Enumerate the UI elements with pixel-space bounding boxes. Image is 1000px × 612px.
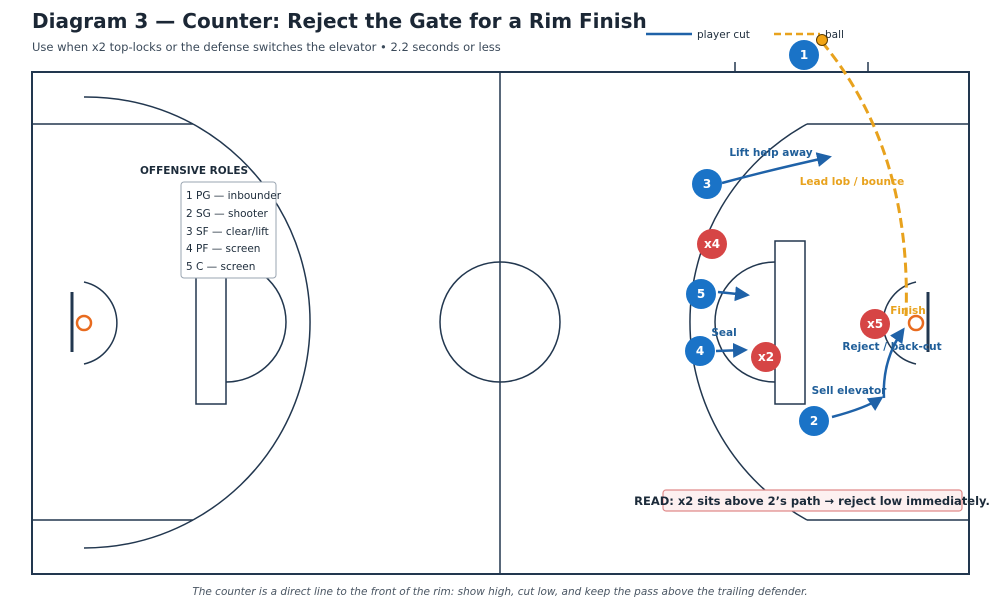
left-three-point-arc-top: [83, 96, 194, 125]
role-text-4: PF — screen: [196, 243, 260, 255]
cut-4-seal: [715, 342, 748, 358]
role-text-3: SF — clear/lift: [196, 226, 269, 238]
player-4: [685, 336, 715, 366]
left-restricted-arc: [83, 281, 118, 365]
roles-panel: OFFENSIVE ROLES 1 PG — inbounder 2 SG — …: [140, 165, 282, 279]
page-title: Diagram 3 — Counter: Reject the Gate for…: [32, 9, 647, 33]
offense-players: 1 3 5 4 2: [685, 40, 829, 436]
role-num-3: 3: [186, 226, 193, 238]
defender-x2-label: x2: [758, 350, 774, 364]
caption: The counter is a direct line to the fron…: [192, 586, 808, 598]
left-rim: [75, 314, 93, 332]
ball-pass-path: [820, 41, 908, 317]
player-1: [789, 40, 819, 70]
cut-2-elevator: [831, 396, 884, 419]
right-three-point-arc: [689, 123, 808, 521]
read-box: [662, 489, 963, 512]
read-text: READ: x2 sits above 2’s path → reject lo…: [634, 494, 990, 508]
role-num-2: 2: [186, 208, 193, 220]
left-free-throw-arc: [225, 261, 287, 383]
left-three-point-arc-bottom: [83, 519, 194, 549]
cut-2-reject: [882, 327, 905, 399]
player-4-label: 4: [696, 344, 704, 358]
defender-x4-label: x4: [704, 237, 720, 251]
player-5-label: 5: [697, 287, 705, 301]
player-cuts: [715, 152, 905, 419]
page-subtitle: Use when x2 top-locks or the defense swi…: [32, 40, 501, 54]
player-2: [799, 406, 829, 436]
legend-player-cut-label: player cut: [697, 29, 750, 41]
label-seal: Seal: [711, 327, 736, 339]
player-5: [686, 279, 716, 309]
role-text-1: PG — inbounder: [196, 190, 282, 202]
defender-x4: [697, 229, 727, 259]
left-three-point-arc: [192, 123, 311, 521]
read-callout: READ: x2 sits above 2’s path → reject lo…: [634, 489, 990, 512]
legend-ball-label: ball: [825, 29, 844, 41]
cut-3-lift: [721, 152, 832, 185]
right-free-throw-arc: [714, 261, 776, 383]
defender-x5-label: x5: [867, 317, 883, 331]
defense-players: x4 x2 x5: [697, 229, 890, 372]
roles-title: OFFENSIVE ROLES: [140, 165, 248, 177]
label-lead-lob: Lead lob / bounce: [800, 176, 905, 188]
label-sell-elevator: Sell elevator: [812, 385, 888, 397]
defender-x2: [751, 342, 781, 372]
cut-5-seal: [717, 286, 750, 302]
role-num-1: 1: [186, 190, 193, 202]
defender-x5: [860, 309, 890, 339]
center-circle: [439, 261, 561, 383]
label-reject-back-cut: Reject / back-cut: [842, 341, 941, 353]
right-rim: [907, 314, 925, 332]
roles-box: [180, 181, 277, 279]
role-num-5: 5: [186, 261, 193, 273]
label-lift-help-away: Lift help away: [729, 147, 812, 159]
role-text-2: SG — shooter: [196, 208, 269, 220]
role-text-5: C — screen: [196, 261, 255, 273]
right-lane: [774, 240, 806, 405]
role-num-4: 4: [186, 243, 193, 255]
player-3-label: 3: [703, 177, 711, 191]
player-3: [692, 169, 722, 199]
ball-icon: [816, 34, 828, 46]
player-1-label: 1: [800, 48, 808, 62]
player-2-label: 2: [810, 414, 818, 428]
legend: player cut ball: [646, 29, 844, 41]
label-finish: Finish: [890, 305, 926, 317]
